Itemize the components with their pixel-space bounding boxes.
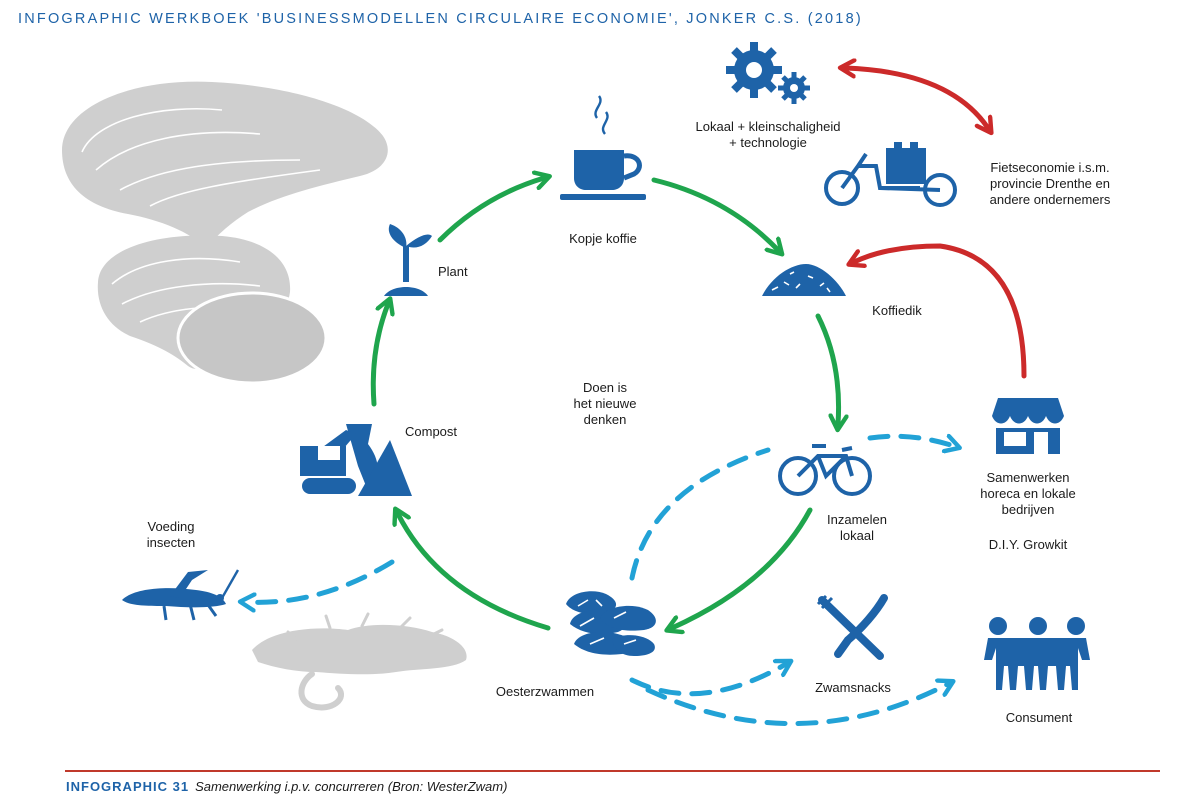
arrow-plant-to-koffie [437, 178, 544, 243]
label-lokaal-technologie: Lokaal + kleinschaligheid + technologie [695, 119, 841, 150]
arrow-technology-fiets [846, 68, 988, 128]
label-kopje-koffie: Kopje koffie [569, 231, 637, 246]
label-plant: Plant [438, 264, 468, 279]
mushroom-illustration [62, 81, 388, 385]
plant-sprout-icon [384, 224, 432, 296]
label-oesterzwammen: Oesterzwammen [495, 684, 595, 699]
arrow-samenwerken-to-koffiedik [854, 243, 1027, 379]
label-fietseconomie: Fietseconomie i.s.m. provincie Drenthe e… [989, 160, 1111, 207]
label-samenwerken: Samenwerken horeca en lokale bedrijven [980, 470, 1076, 517]
header-title: INFOGRAPHIC WERKBOEK 'BUSINESSMODELLEN C… [18, 11, 863, 27]
label-diy-growkit: D.I.Y. Growkit [988, 537, 1068, 552]
arrow-oester-to-samenwerken [629, 447, 771, 581]
people-icon [984, 617, 1090, 690]
arrow-oester-to-zwamsnacks [629, 664, 786, 697]
bicycle-icon [778, 444, 872, 496]
dashed-arrows [246, 433, 954, 726]
insect-substrate-illustration [252, 612, 467, 711]
red-arrows [846, 68, 1027, 379]
grasshopper-icon [122, 569, 240, 621]
coffee-grounds-icon [762, 264, 846, 296]
footer-rule [65, 770, 1160, 772]
arrow-koffie-to-koffiedik [651, 177, 778, 250]
coffee-cup-icon [560, 95, 646, 200]
footer-number: INFOGRAPHIC 31 [66, 779, 190, 794]
fork-knife-icon [816, 594, 888, 660]
cargo-bike-icon [824, 142, 957, 207]
label-inzamelen: Inzamelen lokaal [827, 512, 887, 543]
arrow-oester-to-compost [398, 514, 551, 631]
arrow-koffiedik-to-fiets [815, 313, 839, 424]
label-zwamsnacks: Zwamsnacks [815, 680, 891, 695]
shop-icon [992, 398, 1064, 454]
gears-icon [726, 42, 810, 104]
label-compost: Compost [405, 424, 458, 439]
footer-caption: INFOGRAPHIC 31 Samenwerking i.p.v. concur… [66, 779, 507, 794]
oyster-mushroom-icon [566, 591, 656, 656]
arrow-compost-to-plant [370, 304, 388, 407]
cycle-arrows [370, 177, 839, 631]
label-voeding-insecten: Voeding insecten [146, 519, 196, 550]
center-text: Doen is het nieuwe denken [573, 380, 637, 427]
arrow-fiets-to-oester [672, 507, 813, 628]
label-consument: Consument [1005, 710, 1073, 725]
excavator-icon [300, 424, 412, 496]
footer-caption-text: Samenwerking i.p.v. concurreren (Bron: W… [195, 779, 508, 794]
arrow-to-voeding [246, 559, 395, 602]
label-koffiedik: Koffiedik [872, 303, 922, 318]
arrow-fiets-to-samenwerken [867, 433, 954, 446]
arrow-oester-to-consument [645, 684, 948, 726]
